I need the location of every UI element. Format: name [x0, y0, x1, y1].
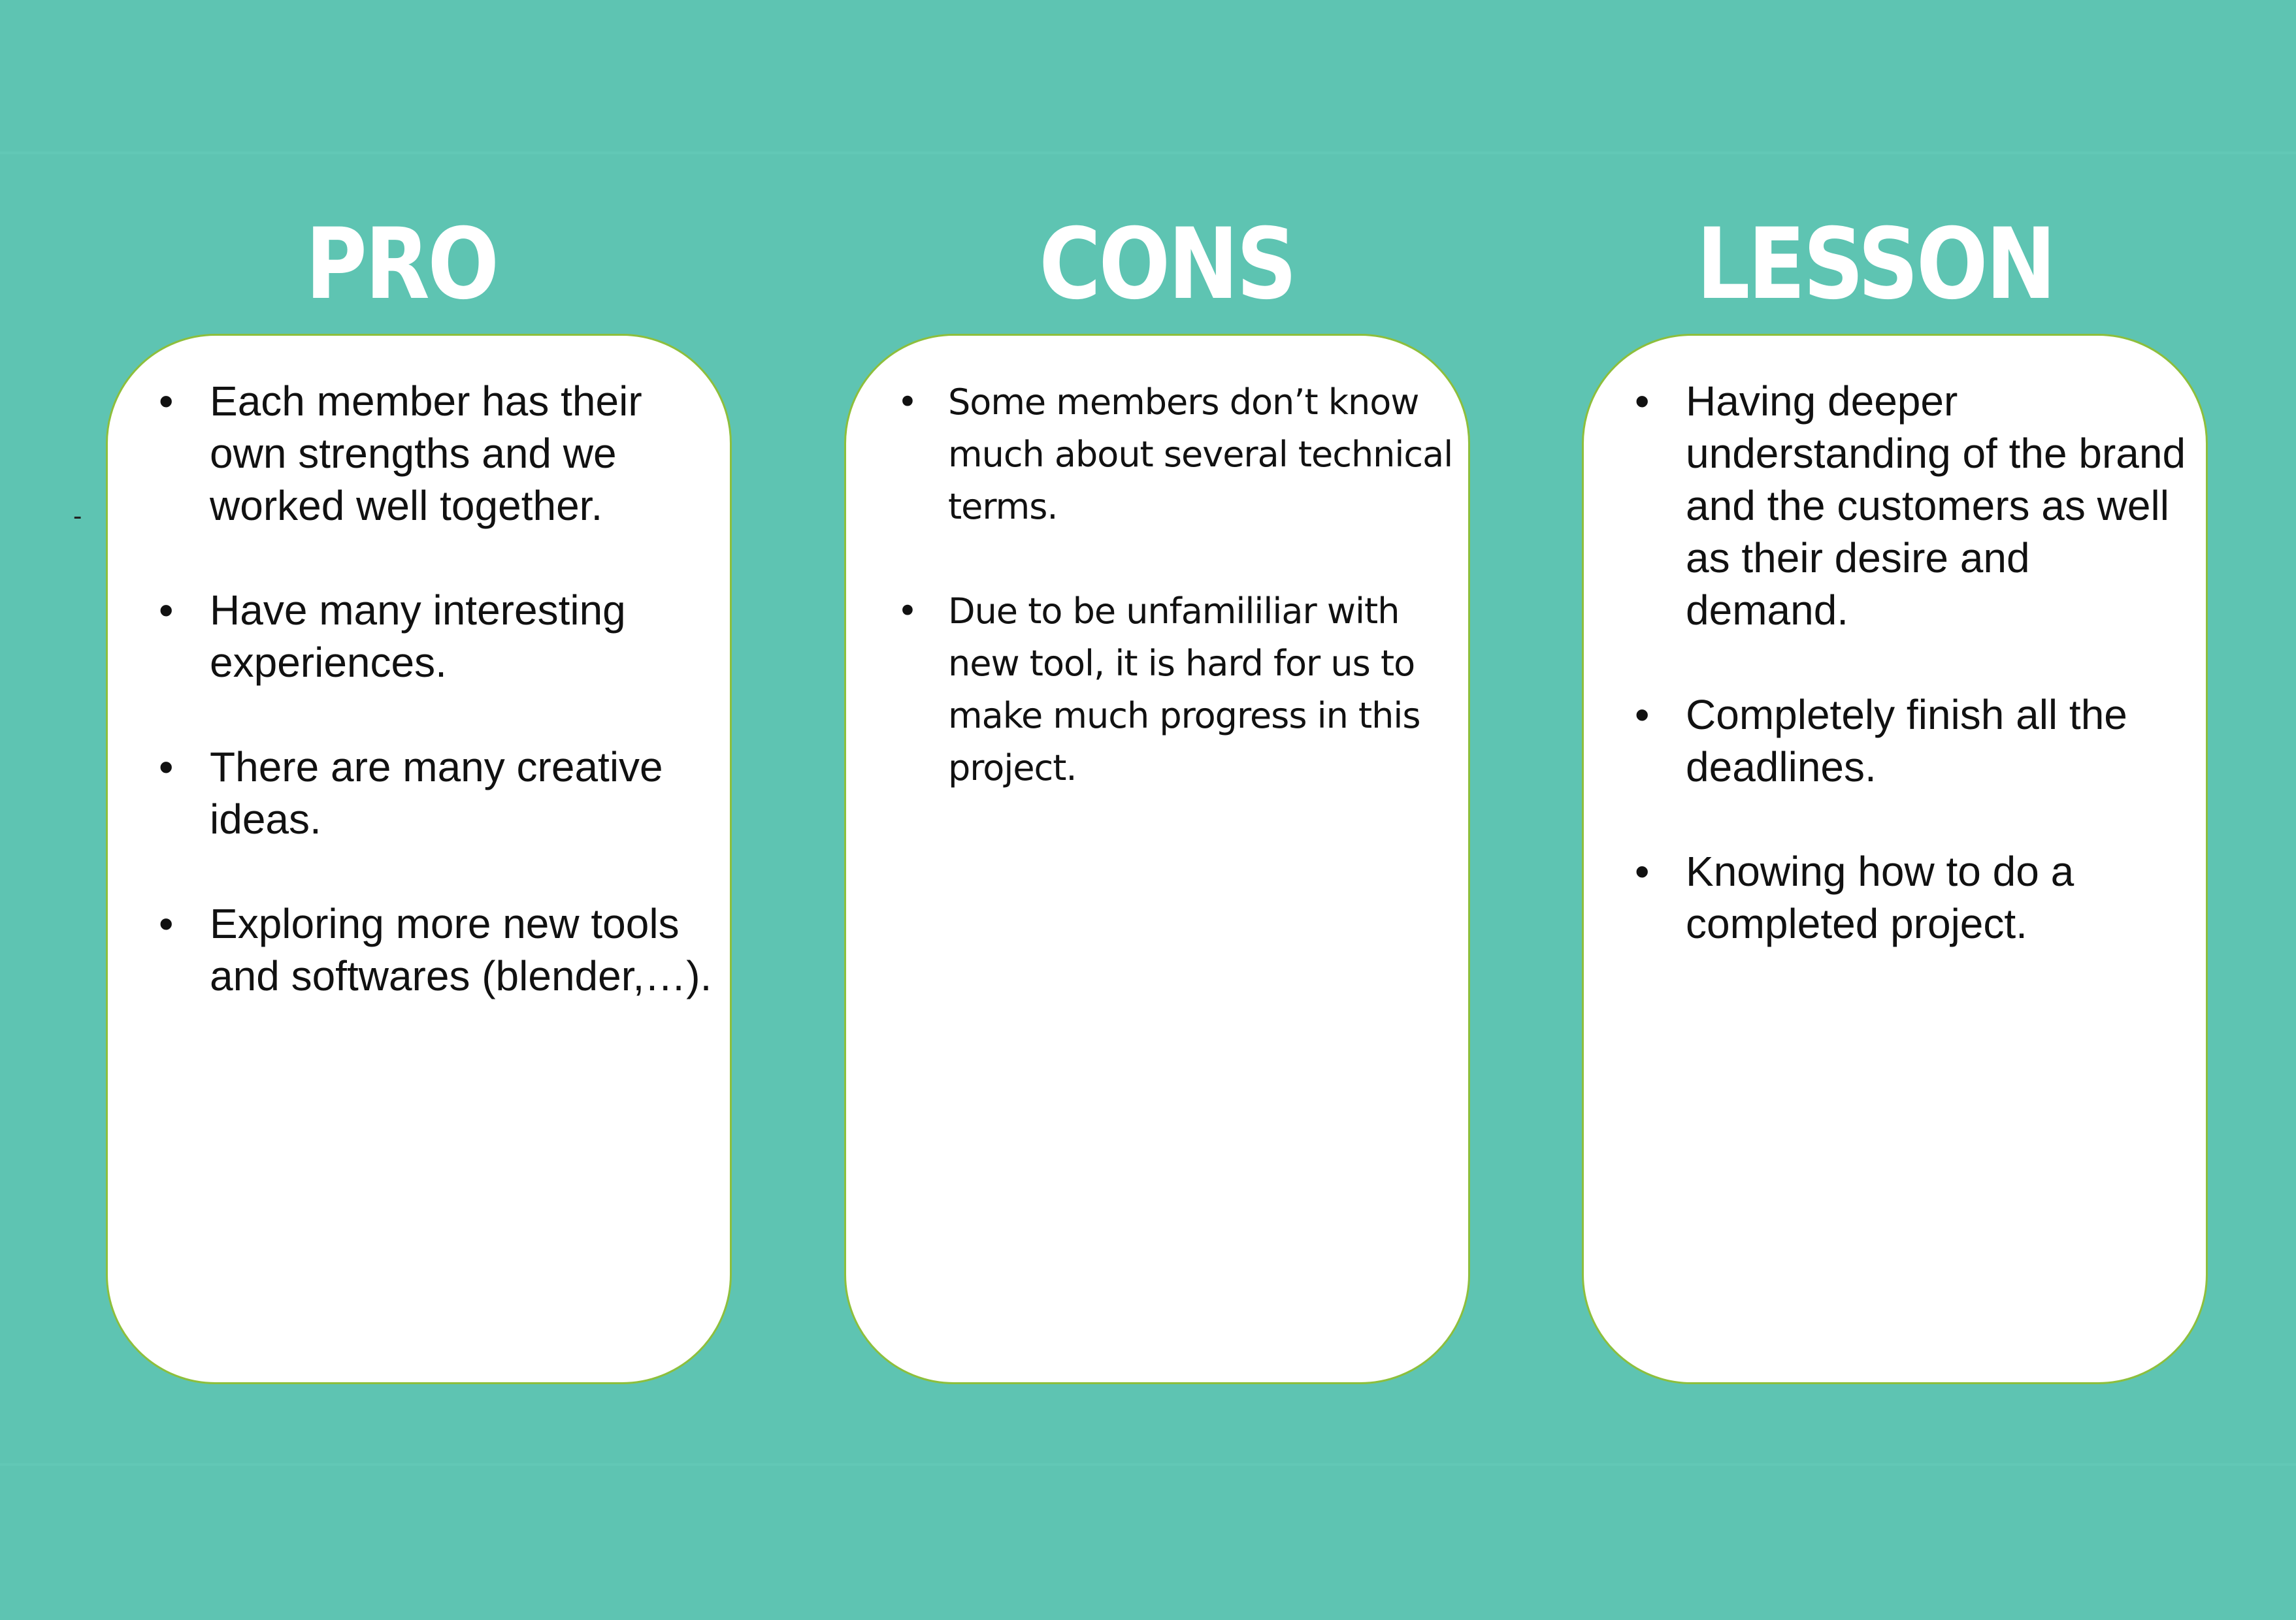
bullet-icon: •	[159, 900, 174, 947]
bullet-icon: •	[1635, 848, 1650, 895]
cons-list: • Some members don’t know much about sev…	[892, 376, 1467, 847]
list-item-text: Completely finish all the deadlines.	[1686, 691, 2127, 790]
list-item-text: Exploring more new tools and softwares (…	[210, 900, 712, 999]
list-item-text: Some members don’t know much about sever…	[948, 381, 1453, 527]
bullet-icon: •	[897, 591, 918, 632]
list-item: • Knowing how to do a completed project.	[1630, 845, 2191, 950]
list-item: • Have many interesting experiences.	[154, 584, 715, 688]
bullet-icon: •	[897, 381, 918, 423]
bullet-icon: •	[1635, 378, 1650, 425]
list-item: • Exploring more new tools and softwares…	[154, 898, 715, 1002]
pro-heading: PRO	[305, 208, 499, 321]
list-item: • Some members don’t know much about sev…	[892, 376, 1467, 533]
top-band-divider	[0, 152, 2296, 154]
list-item: • Each member has their own strengths an…	[154, 375, 715, 532]
list-item: • Completely finish all the deadlines.	[1630, 688, 2191, 793]
lesson-list: • Having deeper understanding of the bra…	[1630, 375, 2191, 1002]
list-item-text: Each member has their own strengths and …	[210, 378, 642, 529]
lesson-heading: LESSON	[1696, 208, 2056, 321]
bullet-icon: •	[159, 378, 174, 425]
list-item-text: Have many interesting experiences.	[210, 587, 626, 686]
stray-dash-mark: -	[73, 502, 82, 530]
lesson-card: • Having deeper understanding of the bra…	[1582, 334, 2208, 1384]
cons-heading: CONS	[1039, 208, 1297, 321]
bullet-icon: •	[159, 743, 174, 790]
pro-list: • Each member has their own strengths an…	[154, 375, 715, 1054]
list-item-text: There are many creative ideas.	[210, 743, 663, 843]
list-item-text: Knowing how to do a completed project.	[1686, 848, 2075, 947]
bullet-icon: •	[1635, 691, 1650, 738]
list-item-text: Having deeper understanding of the brand…	[1686, 378, 2186, 634]
bullet-icon: •	[159, 587, 174, 634]
list-item: • There are many creative ideas.	[154, 741, 715, 845]
list-item-text: Due to be unfamililiar with new tool, it…	[948, 591, 1421, 788]
cons-card: • Some members don’t know much about sev…	[844, 334, 1470, 1384]
list-item: • Due to be unfamililiar with new tool, …	[892, 585, 1467, 794]
bottom-band-divider	[0, 1463, 2296, 1466]
list-item: • Having deeper understanding of the bra…	[1630, 375, 2191, 636]
pro-card: • Each member has their own strengths an…	[106, 334, 732, 1384]
